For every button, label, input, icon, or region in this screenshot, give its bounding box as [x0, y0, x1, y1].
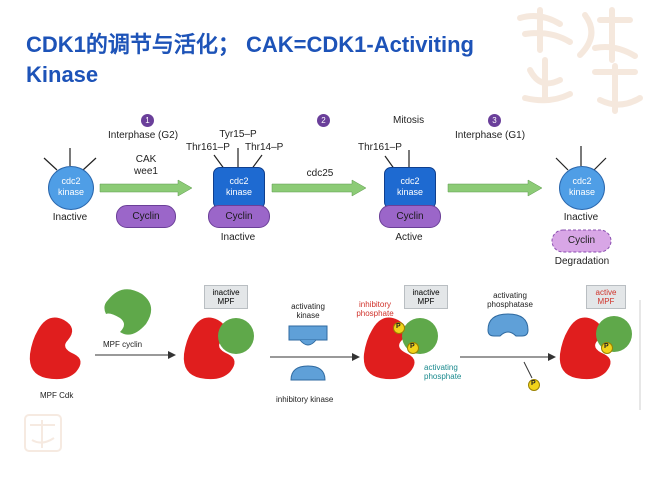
released-phosphate-dot: [528, 379, 540, 391]
cdc2-kinase-stage3: cdc2 kinase: [384, 167, 436, 209]
phosphate-p-3: P: [531, 380, 536, 387]
inhibitory-kinase-shape: [290, 365, 326, 381]
activating-kinase-line2: kinase: [296, 311, 320, 320]
activating-phosphate-line2: phosphate: [424, 372, 462, 381]
active-mpf-label: active MPF: [586, 285, 626, 309]
phase-label-g2: Interphase (G2): [108, 130, 179, 141]
active-phosphate-dot: [601, 342, 613, 354]
title-line-1: CDK1的调节与活化； CAK=CDK1-Activiting: [26, 32, 474, 57]
degradation-label: Degradation: [554, 256, 610, 267]
site-thr14: Thr14–P: [245, 142, 284, 153]
kinase-label-line1: cdc2: [572, 176, 592, 186]
arrow1-enzyme-cak: CAK: [135, 154, 157, 165]
phosphate-p-1: P: [396, 323, 401, 330]
cyclin-stage3: Cyclin: [379, 205, 441, 228]
activating-phosphatase-label: activating phosphatase: [480, 291, 540, 309]
mpf-cyclin-shape: [104, 289, 152, 335]
phase-label-g1: Interphase (G1): [455, 130, 526, 141]
stage3-state: Active: [395, 232, 423, 243]
mitosis-label: Mitosis: [393, 115, 425, 126]
inhibitory-phosphate-line1: inhibitory: [358, 300, 391, 309]
phosphate-p-2: P: [410, 343, 415, 350]
step-number-2: 2: [317, 114, 330, 127]
title-line-2: Kinase: [26, 62, 99, 87]
mpf-cyclin-label: MPF cyclin: [103, 340, 143, 349]
degraded-cyclin-shape: [551, 229, 612, 253]
kinase-label-line2: kinase: [225, 187, 252, 197]
step-number-3: 3: [488, 114, 501, 127]
arrow-step1: [99, 179, 193, 197]
site-thr161-stage2: Thr161–P: [186, 142, 230, 153]
slide-title: CDK1的调节与活化； CAK=CDK1-Activiting Kinase: [26, 30, 626, 90]
stage4-state: Inactive: [563, 212, 599, 223]
inactive-mpf-label-1: inactive MPF: [204, 285, 248, 309]
activating-phosphate-label: activating phosphate: [424, 363, 461, 381]
degraded-cyclin-label: Cyclin: [567, 235, 596, 246]
arrow1-enzyme-wee1: wee1: [134, 166, 158, 177]
activating-kinase-line1: activating: [291, 302, 325, 311]
kinase-label-line2: kinase: [568, 187, 595, 197]
cyclin-stage1: Cyclin: [116, 205, 176, 228]
active-mpf-line1: active: [595, 288, 617, 297]
activating-kinase-shape: [288, 325, 328, 341]
kinase-label-line2: kinase: [57, 187, 84, 197]
kinase-label-line1: cdc2: [61, 176, 81, 186]
activating-phosphatase-line2: phosphatase: [487, 300, 533, 309]
arrow-step3: [447, 179, 543, 197]
cdc2-kinase-stage4: cdc2 kinase: [559, 166, 605, 210]
inactive-mpf-cyclin-shape: [218, 318, 254, 354]
phosphate-p-4: P: [604, 343, 609, 350]
inhibitory-kinase-label: inhibitory kinase: [276, 395, 334, 404]
cyclin-stage2: Cyclin: [208, 205, 270, 228]
cdc2-kinase-stage2: cdc2 kinase: [213, 167, 265, 209]
inactive-mpf-2-line1: inactive: [412, 288, 440, 297]
activating-kinase-label: activating kinase: [282, 302, 334, 320]
inactive-mpf-2-line2: MPF: [417, 297, 435, 306]
mpf-cdk-shape: [29, 317, 81, 380]
inactive-mpf-label-2: inactive MPF: [404, 285, 448, 309]
inactive-mpf-1-line1: inactive: [212, 288, 240, 297]
activating-phosphatase-line1: activating: [493, 291, 527, 300]
kinase-label-line1: cdc2: [400, 176, 420, 186]
inhibitory-phosphate-line2: phosphate: [356, 309, 394, 318]
inactive-mpf-1-line2: MPF: [217, 297, 235, 306]
mpf-cdk-label: MPF Cdk: [40, 391, 74, 400]
site-thr161-stage3: Thr161–P: [358, 142, 402, 153]
activating-phosphate-dot: [407, 342, 419, 354]
activating-phosphatase-shape: [487, 313, 529, 337]
cdc2-kinase-stage1: cdc2 kinase: [48, 166, 94, 210]
activating-phosphate-line1: activating: [424, 363, 458, 372]
stage1-state: Inactive: [52, 212, 88, 223]
arrow-step2: [271, 179, 367, 197]
site-tyr15: Tyr15–P: [219, 129, 257, 140]
inhibitory-phosphate-dot: [393, 322, 405, 334]
kinase-label-line2: kinase: [396, 187, 423, 197]
arrow2-enzyme-cdc25: cdc25: [306, 168, 334, 179]
stage2-state: Inactive: [220, 232, 256, 243]
step-number-1: 1: [141, 114, 154, 127]
kinase-label-line1: cdc2: [229, 176, 249, 186]
active-mpf-line2: MPF: [597, 297, 615, 306]
inhibitory-phosphate-label: inhibitory phosphate: [350, 300, 400, 318]
